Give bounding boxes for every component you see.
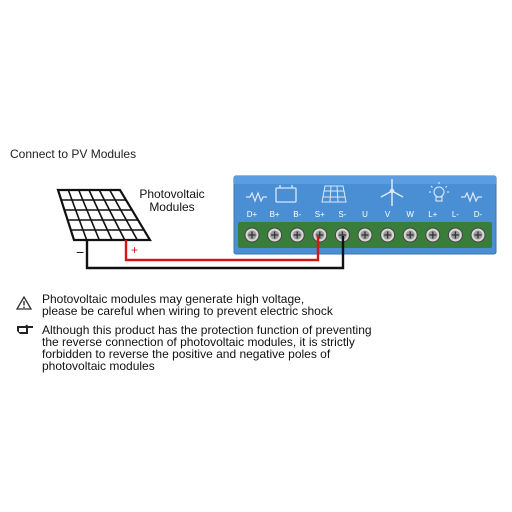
minus-sign: −: [76, 244, 84, 260]
warning-high-voltage: Photovoltaic modules may generate high v…: [42, 293, 333, 317]
terminal-screw: [244, 227, 260, 243]
terminal-label: U: [362, 210, 368, 219]
terminal-label: D-: [474, 210, 483, 219]
negative-wire: [85, 236, 345, 270]
terminal-label: W: [406, 210, 414, 219]
pv-label-line-1: Photovoltaic: [139, 187, 205, 201]
warning-line: the reverse connection of photovoltaic m…: [42, 335, 355, 349]
light-bulb-icon: [429, 182, 449, 202]
terminal-screw: [447, 227, 463, 243]
battery-icon: [275, 185, 297, 203]
resistor-icon: [246, 191, 267, 203]
terminal-screw: [267, 227, 283, 243]
terminal-labels: D+ B+ B- S+ S- U V W L+ L- D-: [247, 210, 483, 219]
wind-turbine-icon: [380, 179, 404, 206]
warning-triangle-icon: [15, 295, 33, 314]
positive-wire: [124, 236, 320, 262]
warning-line: please be careful when wiring to prevent…: [42, 304, 333, 318]
resistor-icon-right: [461, 191, 482, 203]
terminal-screw: [470, 227, 486, 243]
pv-modules-label: Photovoltaic Modules: [132, 188, 212, 214]
terminal-screw: [289, 227, 305, 243]
terminal-screw: [402, 227, 418, 243]
terminal-label: S-: [338, 210, 346, 219]
solar-panel: [56, 188, 152, 242]
terminal-label: V: [385, 210, 391, 219]
terminal-label: B+: [270, 210, 280, 219]
terminal-label: S+: [315, 210, 325, 219]
terminal-label: D+: [247, 210, 258, 219]
page-heading: Connect to PV Modules: [10, 147, 137, 161]
terminal-screw: [357, 227, 373, 243]
warning-line: Although this product has the protection…: [42, 323, 372, 337]
terminal-screw: [312, 227, 328, 243]
warning-line: photovoltaic modules: [42, 359, 155, 373]
terminal-screw: [425, 227, 441, 243]
solar-panel-icon: [321, 185, 347, 203]
terminal-screws: [244, 227, 486, 243]
terminal-label: L-: [452, 210, 459, 219]
terminal-label: B-: [293, 210, 301, 219]
warning-line: Photovoltaic modules may generate high v…: [42, 292, 305, 306]
pointing-hand-icon: [16, 324, 34, 340]
plus-sign: +: [131, 243, 138, 257]
warning-reverse-polarity: Although this product has the protection…: [42, 324, 372, 372]
terminal-label: L+: [428, 210, 437, 219]
pv-label-line-2: Modules: [149, 200, 195, 214]
warning-line: forbidden to reverse the positive and ne…: [42, 347, 331, 361]
terminal-screw: [380, 227, 396, 243]
